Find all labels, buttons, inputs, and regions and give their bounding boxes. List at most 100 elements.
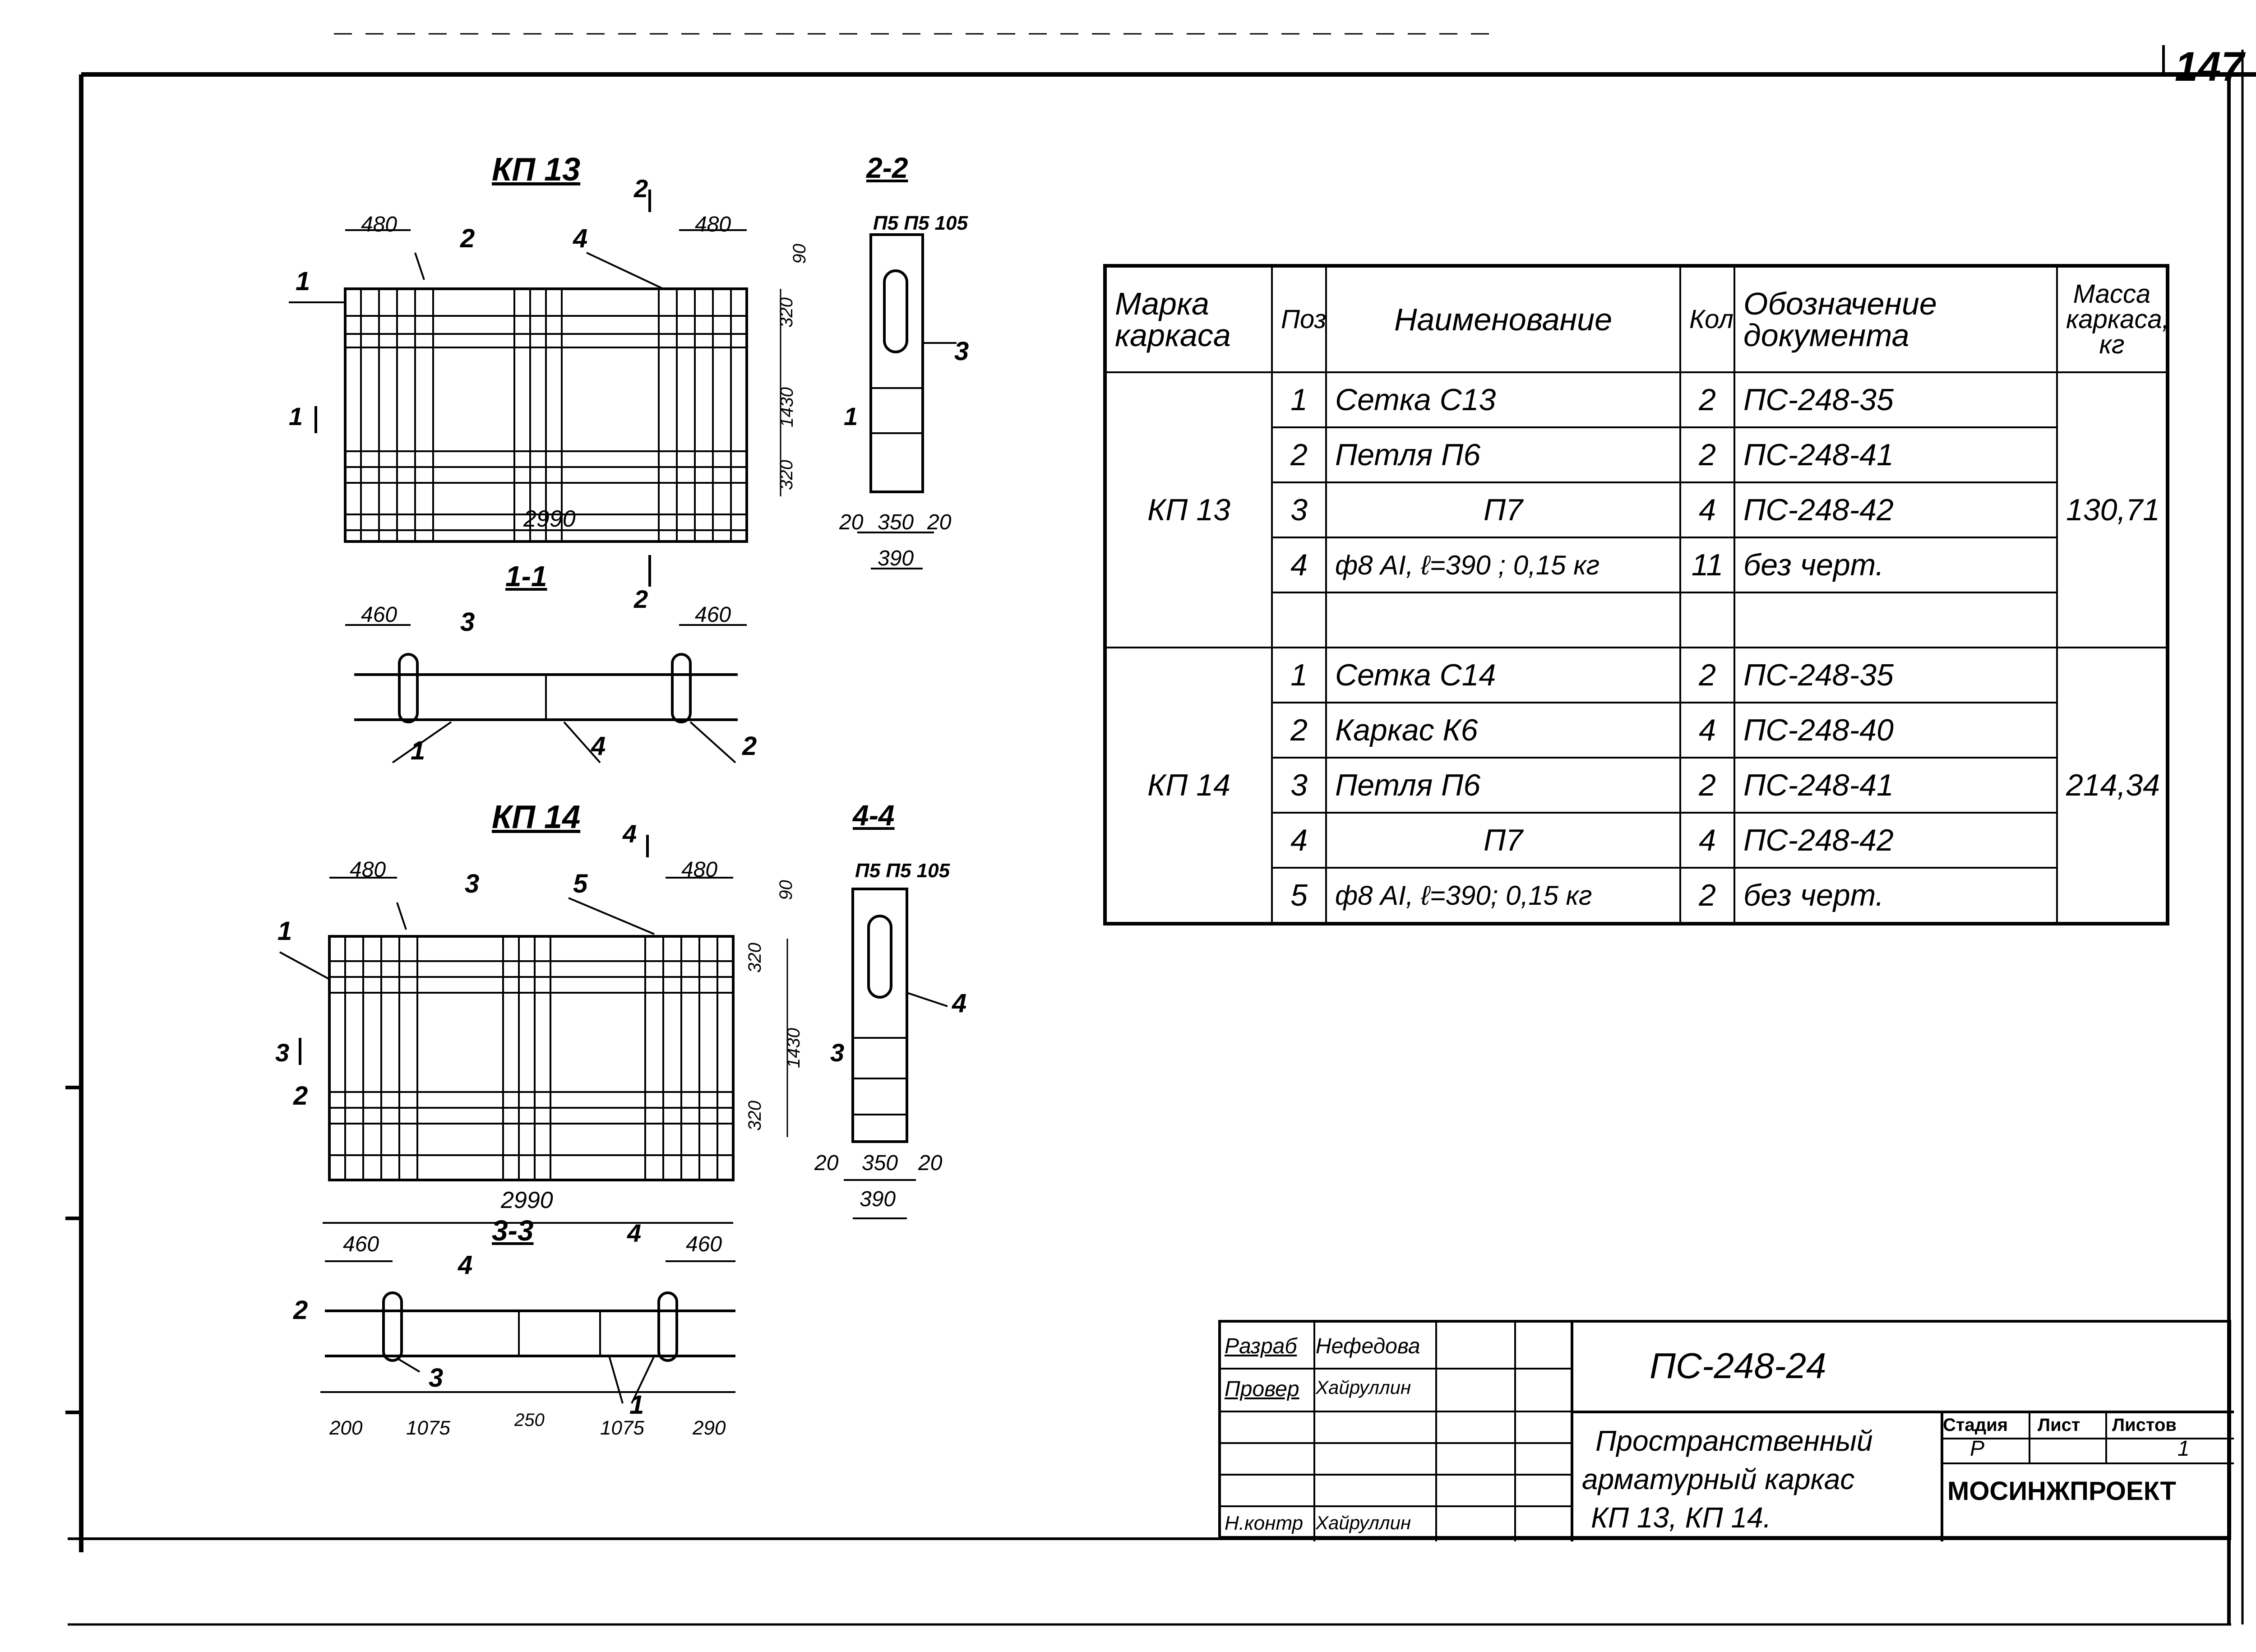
callout-3-kp14: 3: [465, 869, 480, 898]
dim-480-left: 480: [361, 213, 398, 236]
name-cell: Сетка С13: [1325, 371, 1681, 428]
doc-cell: ПС-248-40: [1734, 702, 2058, 759]
organization-name: МОСИНЖПРОЕКТ: [1947, 1476, 2176, 1506]
kp13-plan-view: [289, 190, 781, 587]
role-norm-control: Н.контр: [1225, 1512, 1304, 1534]
dim-2990-kp14: 2990: [501, 1187, 553, 1213]
pos-cell: 4: [1271, 812, 1327, 869]
section-mark-2-bottom: 2: [634, 585, 648, 613]
mass-cell-kp13: 130,71: [2056, 371, 2168, 648]
name-cell: ф8 АI, ℓ=390 ; 0,15 кг: [1325, 537, 1681, 593]
document-code: ПС-248-24: [1650, 1346, 1826, 1386]
kp13-section-1-1: [345, 624, 747, 764]
mark-cell-kp13: КП 13: [1104, 371, 1273, 648]
doc-cell: ПС-248-42: [1734, 481, 2058, 538]
callout-2-1-1: 2: [742, 731, 757, 761]
doc-cell: без черт.: [1734, 537, 2058, 593]
qty-cell: 2: [1679, 647, 1735, 703]
role-developer: Разраб: [1225, 1334, 1297, 1358]
pos-cell: 2: [1271, 702, 1327, 759]
dim-390: 390: [878, 546, 914, 570]
kp13-title: КП 13: [492, 152, 581, 188]
callout-1-3-3: 1: [629, 1390, 644, 1420]
doc-cell: ПС-248-41: [1734, 426, 2058, 483]
name-cell: Сетка С14: [1325, 647, 1681, 703]
table-row: 5 ф8 АI, ℓ=390; 0,15 кг 2 без черт.: [1105, 867, 2168, 925]
section-mark-3-right: 3: [830, 1038, 845, 1067]
callout-2-3-3: 2: [293, 1296, 308, 1325]
table-header-row: Марка каркаса Поз. Наименование Кол Обоз…: [1104, 265, 2168, 373]
callout-4-3-3: 4: [458, 1250, 473, 1280]
description-line-2: арматурный каркас: [1582, 1463, 1855, 1495]
pos-cell: 3: [1271, 757, 1327, 814]
section-2-2-top-label: П5 П5 105: [873, 212, 968, 234]
callout-3-section: 3: [954, 337, 969, 366]
qty-cell: 11: [1679, 537, 1735, 593]
dim-1075-right: 1075: [600, 1417, 644, 1439]
pos-cell: [1271, 592, 1327, 648]
callout-1-kp14: 1: [277, 916, 292, 946]
callout-4: 4: [573, 224, 588, 253]
doc-cell: без черт.: [1734, 867, 2058, 925]
stage-value: Р: [1970, 1437, 1985, 1461]
name-cell: Петля П6: [1325, 426, 1681, 483]
name-developer: Нефедова: [1316, 1334, 1420, 1358]
sheets-label: Листов: [2112, 1415, 2177, 1435]
dim-1430-kp14: 1430: [783, 1028, 804, 1068]
sheet-number: 147: [2175, 44, 2244, 90]
table-row: [1105, 592, 2168, 648]
table-row: 3 Петля П6 2 ПС-248-41: [1105, 757, 2168, 814]
kp14-section-3-3: [320, 1260, 735, 1404]
section-mark-4-top: 4: [623, 819, 637, 848]
header-mass: Масса каркаса, кг: [2056, 265, 2168, 373]
callout-2-kp14: 2: [293, 1081, 308, 1111]
dim-480-right: 480: [695, 213, 731, 236]
table-row: 3 П7 4 ПС-248-42: [1105, 481, 2168, 538]
dim-90: 90: [789, 244, 809, 264]
callout-2: 2: [460, 224, 475, 253]
dim-20-left-kp14: 20: [814, 1151, 839, 1175]
dim-320-bottom-kp14: 320: [744, 1101, 765, 1131]
kp14-title: КП 14: [492, 799, 581, 835]
section-mark-1: 1: [289, 402, 303, 430]
dim-320-top: 320: [776, 297, 796, 328]
dim-460-right: 460: [695, 603, 731, 627]
title-block: Разраб Провер Н.контр Нефедова Хайруллин…: [1218, 1320, 2234, 1541]
dim-2990: 2990: [523, 506, 576, 532]
qty-cell: 2: [1679, 757, 1735, 814]
dim-350-kp14: 350: [862, 1151, 898, 1175]
callout-1-1-1: 1: [411, 736, 425, 765]
kp13-section-2-2: [857, 233, 957, 569]
dim-320-bottom: 320: [776, 460, 796, 490]
sheet-label: Лист: [2038, 1415, 2080, 1435]
section-3-3-title: 3-3: [492, 1214, 534, 1247]
section-mark-1-right: 1: [844, 402, 858, 430]
dim-320-top-kp14: 320: [744, 943, 765, 973]
table-row: 2 Каркас К6 4 ПС-248-40: [1105, 702, 2168, 759]
name-cell: ф8 АI, ℓ=390; 0,15 кг: [1325, 867, 1681, 925]
kp14-section-4-4: [844, 888, 948, 1219]
dim-350: 350: [878, 510, 914, 534]
table-row: 4 ф8 АI, ℓ=390 ; 0,15 кг 11 без черт.: [1105, 537, 2168, 593]
kp14-plan-view: [279, 835, 788, 1224]
role-checker: Провер: [1225, 1377, 1299, 1401]
dim-250: 250: [514, 1410, 545, 1430]
dim-460-left: 460: [361, 603, 398, 627]
section-2-2-title: 2-2: [866, 152, 908, 184]
dim-90-kp14: 90: [776, 880, 796, 900]
section-1-1-title: 1-1: [505, 560, 547, 592]
name-checker: Хайруллин: [1316, 1377, 1411, 1398]
qty-cell: 4: [1679, 812, 1735, 869]
qty-cell: 4: [1679, 481, 1735, 538]
name-cell: П7: [1325, 481, 1681, 538]
dim-20-right: 20: [927, 510, 952, 534]
dim-20-left: 20: [839, 510, 864, 534]
description-line-3: КП 13, КП 14.: [1591, 1501, 1771, 1534]
qty-cell: 4: [1679, 702, 1735, 759]
section-mark-3: 3: [275, 1038, 290, 1067]
doc-cell: [1734, 592, 2058, 648]
pos-cell: 1: [1271, 371, 1327, 428]
name-cell: Каркас К6: [1325, 702, 1681, 759]
callout-4-1-1: 4: [591, 731, 606, 761]
